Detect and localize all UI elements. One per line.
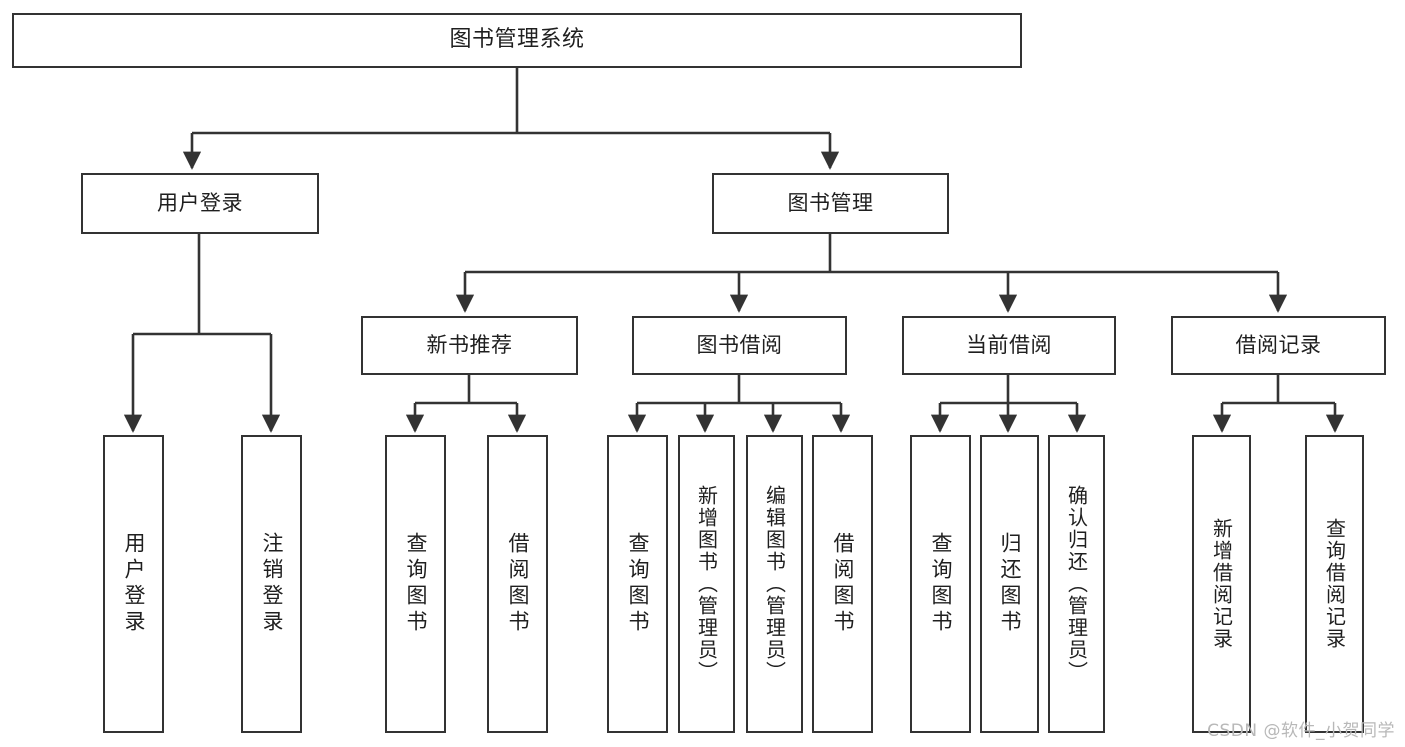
node-label: 图书管理 — [787, 190, 874, 215]
leaf-borrow-add-book-admin[interactable]: 新增图书（管理员） — [678, 435, 735, 733]
node-current-borrow[interactable]: 当前借阅 — [902, 316, 1116, 375]
node-label: 借阅图书 — [506, 532, 530, 636]
node-label: 查询借阅记录 — [1322, 518, 1347, 650]
node-label: 新增图书（管理员） — [694, 485, 719, 683]
node-root-system[interactable]: 图书管理系统 — [12, 13, 1022, 68]
leaf-user-login-logout[interactable]: 注销登录 — [241, 435, 302, 733]
leaf-current-return-book[interactable]: 归还图书 — [980, 435, 1039, 733]
node-user-login[interactable]: 用户登录 — [81, 173, 319, 234]
node-label: 查询图书 — [626, 532, 650, 636]
leaf-borrow-edit-book-admin[interactable]: 编辑图书（管理员） — [746, 435, 803, 733]
leaf-record-add-record[interactable]: 新增借阅记录 — [1192, 435, 1251, 733]
leaf-new-book-borrow[interactable]: 借阅图书 — [487, 435, 548, 733]
leaf-record-query-record[interactable]: 查询借阅记录 — [1305, 435, 1364, 733]
leaf-borrow-borrow-book[interactable]: 借阅图书 — [812, 435, 873, 733]
node-label: 图书借阅 — [696, 332, 783, 357]
node-label: 当前借阅 — [966, 332, 1052, 357]
watermark-text: CSDN @软件_小贺同学 — [1207, 721, 1395, 741]
leaf-user-login-login[interactable]: 用户登录 — [103, 435, 164, 733]
leaf-new-book-query[interactable]: 查询图书 — [385, 435, 446, 733]
node-label: 新书推荐 — [426, 332, 513, 357]
node-borrow-record[interactable]: 借阅记录 — [1171, 316, 1386, 375]
node-label: 编辑图书（管理员） — [762, 485, 787, 683]
node-new-book-recommend[interactable]: 新书推荐 — [361, 316, 578, 375]
node-label: 查询图书 — [404, 532, 428, 636]
node-label: 用户登录 — [157, 190, 243, 215]
node-book-borrow[interactable]: 图书借阅 — [632, 316, 847, 375]
node-label: 借阅图书 — [831, 532, 855, 636]
leaf-borrow-query[interactable]: 查询图书 — [607, 435, 668, 733]
node-label: 用户登录 — [122, 532, 146, 636]
leaf-current-query[interactable]: 查询图书 — [910, 435, 971, 733]
node-book-management[interactable]: 图书管理 — [712, 173, 949, 234]
node-label: 图书管理系统 — [449, 27, 585, 53]
node-label: 借阅记录 — [1235, 332, 1322, 357]
leaf-current-confirm-return-admin[interactable]: 确认归还（管理员） — [1048, 435, 1105, 733]
node-label: 确认归还（管理员） — [1064, 485, 1089, 683]
node-label: 查询图书 — [929, 532, 953, 636]
node-label: 归还图书 — [998, 532, 1022, 636]
node-label: 新增借阅记录 — [1209, 518, 1234, 650]
node-label: 注销登录 — [260, 532, 284, 636]
